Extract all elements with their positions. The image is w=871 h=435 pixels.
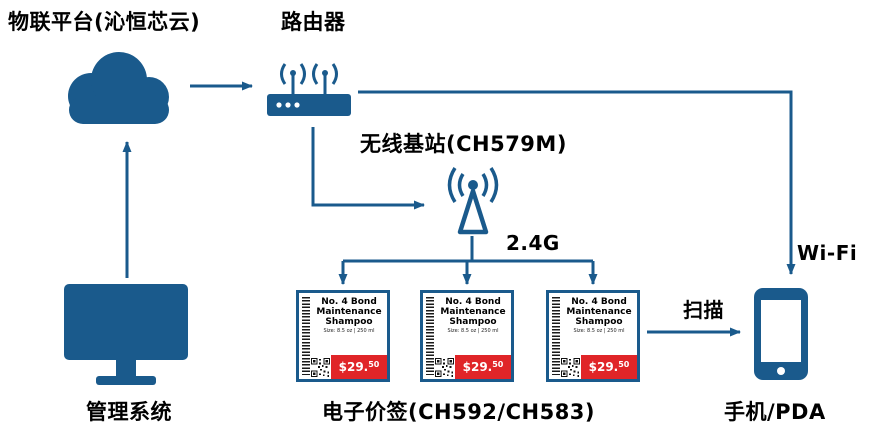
tag-body: No. 4 Bond Maintenance Shampoo Size: 8.5… xyxy=(435,293,511,379)
tag-bottom: $29.50 xyxy=(561,355,637,379)
edge-router-to-phone-wifi xyxy=(358,90,796,275)
tag-subtitle: Size: 8.5 oz | 250 ml xyxy=(573,328,625,335)
tag-title-line: No. 4 Bond xyxy=(445,297,501,307)
barcode-icon xyxy=(302,297,310,375)
tag-price: $29.50 xyxy=(455,355,511,379)
price-tag: No. 4 Bond Maintenance Shampoo Size: 8.5… xyxy=(296,290,390,382)
tag-title-line: Shampoo xyxy=(325,317,373,328)
price-cents: 50 xyxy=(368,359,380,369)
barcode-icon xyxy=(426,297,434,375)
router-label: 路由器 xyxy=(281,10,346,34)
price-dollars: $29. xyxy=(588,360,619,374)
esl-group-label: 电子价签(CH592/CH583) xyxy=(322,400,596,424)
price-tag: No. 4 Bond Maintenance Shampoo Size: 8.5… xyxy=(420,290,514,382)
qr-code-icon xyxy=(435,358,454,377)
tag-title: No. 4 Bond Maintenance Shampoo xyxy=(435,297,511,327)
tag-price: $29.50 xyxy=(581,355,637,379)
tag-body: No. 4 Bond Maintenance Shampoo Size: 8.5… xyxy=(561,293,637,379)
qr-code-icon xyxy=(311,358,330,377)
tag-subtitle: Size: 8.5 oz | 250 ml xyxy=(323,328,375,335)
tag-title: No. 4 Bond Maintenance Shampoo xyxy=(561,297,637,327)
price-cents: 50 xyxy=(618,359,630,369)
tag-bottom: $29.50 xyxy=(311,355,387,379)
tag-price: $29.50 xyxy=(331,355,387,379)
base-station-icon xyxy=(447,167,499,235)
tag-body: No. 4 Bond Maintenance Shampoo Size: 8.5… xyxy=(311,293,387,379)
tag-title-line: Shampoo xyxy=(449,317,497,328)
tag-title-line: No. 4 Bond xyxy=(321,297,377,307)
price-dollars: $29. xyxy=(338,360,369,374)
tag-title-line: No. 4 Bond xyxy=(571,297,627,307)
price-dollars: $29. xyxy=(462,360,493,374)
qr-code-icon xyxy=(561,358,580,377)
router-icon xyxy=(267,63,351,116)
management-system-label: 管理系统 xyxy=(86,400,172,424)
tag-title-line: Maintenance xyxy=(316,307,382,318)
phone-pda-label: 手机/PDA xyxy=(724,400,826,424)
wifi-label: Wi-Fi xyxy=(797,241,858,265)
phone-icon xyxy=(754,288,808,380)
cloud-icon xyxy=(68,52,169,124)
iot-platform-label: 物联平台(沁恒芯云) xyxy=(8,10,201,34)
rf-2-4g-label: 2.4G xyxy=(506,231,560,255)
management-computer-icon xyxy=(64,284,188,385)
tag-subtitle: Size: 8.5 oz | 250 ml xyxy=(447,328,499,335)
price-tag: No. 4 Bond Maintenance Shampoo Size: 8.5… xyxy=(546,290,640,382)
tag-title: No. 4 Bond Maintenance Shampoo xyxy=(311,297,387,327)
tag-title-line: Maintenance xyxy=(440,307,506,318)
scan-label: 扫描 xyxy=(683,298,724,322)
barcode-icon xyxy=(552,297,560,375)
price-cents: 50 xyxy=(492,359,504,369)
tag-title-line: Shampoo xyxy=(575,317,623,328)
tag-title-line: Maintenance xyxy=(566,307,632,318)
tag-bottom: $29.50 xyxy=(435,355,511,379)
base-station-label: 无线基站(CH579M) xyxy=(360,132,567,156)
